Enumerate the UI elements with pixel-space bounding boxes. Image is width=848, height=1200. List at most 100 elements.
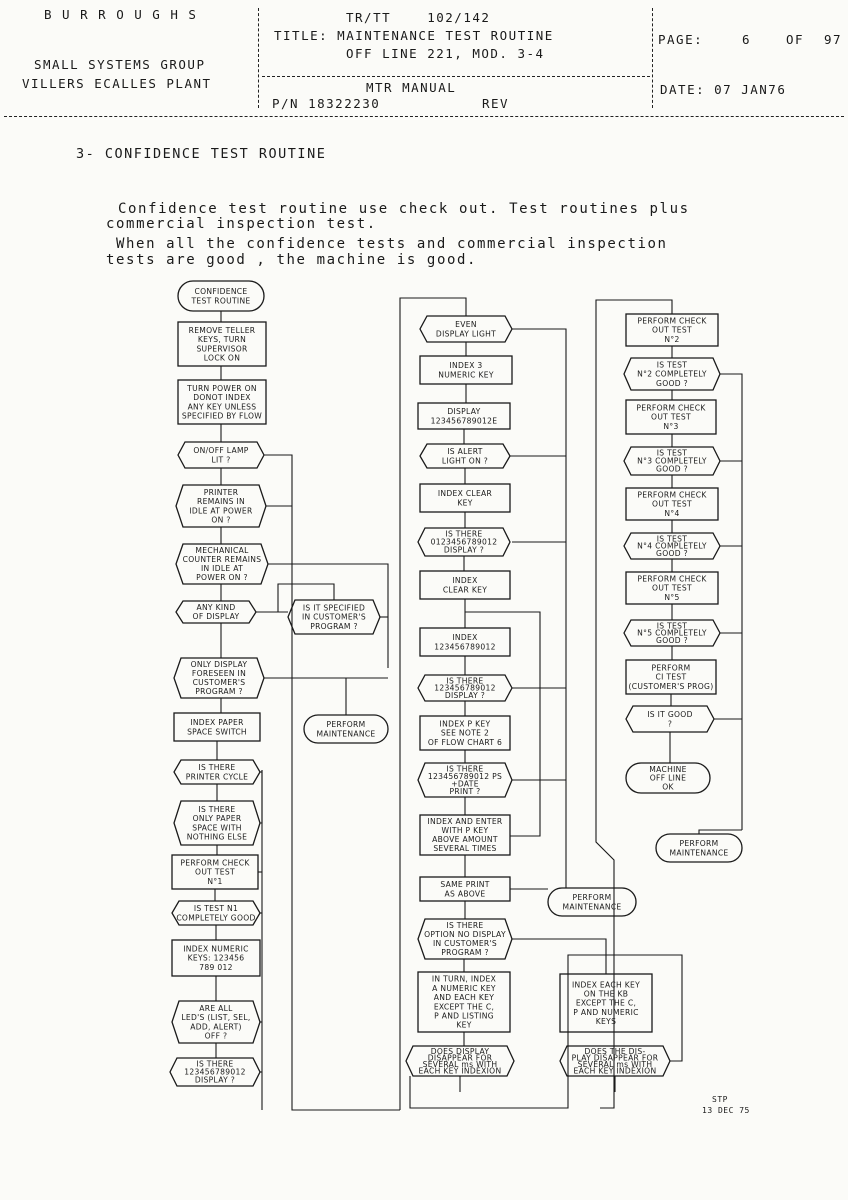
- flow-node-text: N°4: [664, 509, 679, 518]
- flow-node-text: INDEX EACH KEY: [572, 980, 640, 989]
- flow-node-text: PERFORM CHECK: [637, 317, 707, 326]
- flow-node-text: DISPLAY: [447, 407, 480, 416]
- header-inner-rule: [262, 76, 650, 77]
- flow-node-text: N°5: [664, 593, 679, 602]
- flow-node-text: EXCEPT THE C,: [434, 1002, 494, 1011]
- header-divider-right: [652, 8, 653, 108]
- flowchart-connectors: [214, 297, 743, 1111]
- flow-node-text: INDEX PAPER: [190, 718, 244, 727]
- flow-node-text: 0123456789012: [431, 538, 498, 547]
- flow-node-text: IS THERE: [446, 764, 483, 773]
- flow-node-text: DOES DISPLAY: [431, 1047, 490, 1056]
- flow-node-text: ON/OFF LAMP: [193, 446, 248, 455]
- flow-node-text: TEST ROUTINE: [190, 296, 250, 305]
- flow-node-text: OFF LINE: [650, 774, 686, 783]
- flow-node-text: MAINTENANCE: [562, 902, 621, 911]
- signature-initials: STP: [712, 1095, 728, 1104]
- flow-node-text: NOTHING ELSE: [187, 833, 247, 842]
- flow-node-text: PERFORM CHECK: [637, 491, 707, 500]
- flow-node-text: INDEX P KEY: [440, 720, 491, 729]
- flow-node-text: PERFORM: [573, 893, 612, 902]
- flow-node-text: PERFORM: [652, 664, 691, 673]
- flow-node-text: SEVERAL TIMES: [433, 844, 496, 853]
- flow-node-text: INDEX NUMERIC: [183, 945, 249, 954]
- flow-node-text: IS TEST N1: [194, 904, 238, 913]
- flow-node-text: 123456789012E: [431, 416, 498, 425]
- flow-node-text: KEYS: 123456: [188, 954, 245, 963]
- flow-node-text: SAME PRINT: [440, 880, 489, 889]
- flow-node-text: PROGRAM ?: [441, 948, 489, 957]
- flow-node-text: P AND NUMERIC: [573, 1008, 638, 1017]
- flow-node-text: INDEX: [452, 576, 477, 585]
- flow-node-text: REMAINS IN: [197, 497, 245, 506]
- flow-node-text: IN CUSTOMER'S: [302, 613, 366, 622]
- flow-node-text: SPACE SWITCH: [187, 727, 247, 736]
- flow-node-text: SPACE WITH: [192, 823, 242, 832]
- flow-node-text: OUT TEST: [652, 584, 692, 593]
- flow-node-text: EACH KEY INDEXION: [419, 1066, 502, 1075]
- page-number: 6: [742, 32, 752, 47]
- flow-node-text: IDLE AT POWER: [189, 506, 253, 515]
- group-name: SMALL SYSTEMS GROUP: [34, 57, 206, 72]
- flow-node-text: SPECIFIED BY FLOW: [182, 412, 262, 421]
- flow-node-text: PRINT ?: [450, 787, 481, 796]
- intro-line-2: commercial inspection test.: [106, 216, 377, 232]
- flow-node-text: SEVERAL ms WITH: [578, 1060, 653, 1069]
- flow-node-text: ?: [668, 719, 672, 728]
- flow-node-text: EVEN: [455, 320, 477, 329]
- flow-node-text: PERFORM CHECK: [180, 859, 250, 868]
- flow-node-text: EXCEPT THE C,: [576, 999, 636, 1008]
- flow-node-text: 123456789012: [434, 642, 496, 651]
- flow-node-text: GOOD ?: [656, 379, 688, 388]
- flow-node-text: ON THE KB: [584, 990, 629, 999]
- plant-name: VILLERS ECALLES PLANT: [22, 76, 212, 91]
- flow-node-text: ADD, ALERT): [190, 1022, 242, 1031]
- doc-title-line2: OFF LINE 221, MOD. 3-4: [346, 46, 545, 61]
- flow-node-text: ARE ALL: [199, 1004, 233, 1013]
- flow-node-text: PRINTER CYCLE: [186, 772, 249, 781]
- flow-node-text: IS TEST: [657, 449, 688, 458]
- flow-node-text: OUT TEST: [195, 868, 235, 877]
- intro-line-3: When all the confidence tests and commer…: [116, 236, 668, 252]
- revision-label: REV: [482, 96, 510, 111]
- flow-node-text: PERFORM CHECK: [636, 404, 706, 413]
- flow-node-text: LIGHT ON ?: [442, 456, 488, 465]
- flow-node-text: N°4 COMPLETELY: [637, 542, 707, 551]
- manual-name: MTR MANUAL: [366, 80, 457, 95]
- flow-node-text: TURN POWER ON: [186, 384, 257, 393]
- flow-node-text: SEVERAL ms WITH: [423, 1060, 498, 1069]
- flow-node-text: OUT TEST: [651, 413, 691, 422]
- flow-node-text: INDEX: [452, 633, 477, 642]
- flow-node-text: REMOVE TELLER: [189, 326, 256, 335]
- flow-node-text: N°5 COMPLETELY: [637, 629, 707, 638]
- flow-node-text: OUT TEST: [652, 500, 692, 509]
- flow-node-text: 123456789012 PS: [428, 772, 502, 781]
- flow-node-text: LOCK ON: [204, 354, 240, 363]
- intro-line-1: Confidence test routine use check out. T…: [118, 201, 690, 217]
- flow-node-text: OUT TEST: [652, 326, 692, 335]
- doc-reference: TR/TT 102/142: [346, 10, 491, 25]
- flow-node-text: DISPLAY ?: [445, 691, 485, 700]
- flow-node-text: MAINTENANCE: [669, 848, 728, 857]
- section-heading: 3- CONFIDENCE TEST ROUTINE: [76, 146, 327, 162]
- flow-node-text: SUPERVISOR: [196, 344, 248, 353]
- flow-node-text: IS IT SPECIFIED: [303, 604, 365, 613]
- flow-node-text: PERFORM: [680, 839, 719, 848]
- flow-node-text: IS THERE: [446, 921, 483, 930]
